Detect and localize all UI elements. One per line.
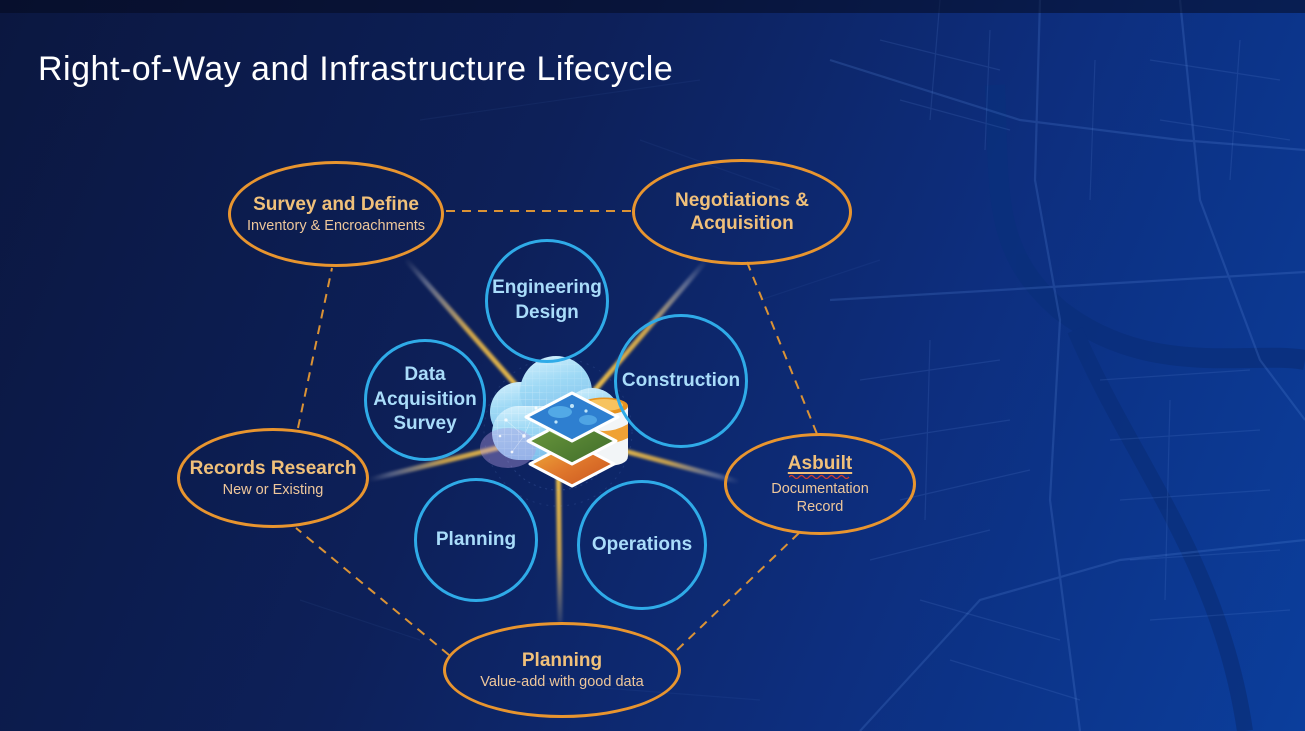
process-circle-planning: Planning bbox=[414, 478, 538, 602]
stage-title: Survey and Define bbox=[253, 193, 419, 215]
stage-title: Records Research bbox=[189, 457, 357, 479]
stage-subtitle: Inventory & Encroachments bbox=[246, 218, 426, 235]
process-circle-engineering-design: Engineering Design bbox=[485, 239, 609, 363]
process-label: Construction bbox=[621, 369, 741, 391]
center-gis-cloud-icon bbox=[480, 356, 633, 507]
lifecycle-stage-survey-and-define: Survey and Define Inventory & Encroachme… bbox=[228, 161, 444, 267]
spellcheck-squiggle-icon bbox=[789, 474, 850, 479]
stage-title: Planning bbox=[521, 649, 603, 671]
page-title: Right-of-Way and Infrastructure Lifecycl… bbox=[38, 50, 674, 88]
process-circle-data-acquisition-survey: Data Acquisition Survey bbox=[364, 339, 486, 461]
stage-subtitle: Value-add with good data bbox=[480, 674, 644, 691]
process-circle-construction: Construction bbox=[614, 314, 748, 448]
lifecycle-stage-negotiations-acquisition: Negotiations & Acquisition bbox=[632, 159, 852, 265]
process-label: Engineering Design bbox=[492, 277, 602, 323]
process-label: Data Acquisition Survey bbox=[373, 363, 477, 435]
stage-title: Negotiations & Acquisition bbox=[674, 189, 810, 234]
process-circle-operations: Operations bbox=[577, 480, 707, 610]
dashed-connectors bbox=[295, 210, 818, 656]
top-letterbox-band bbox=[0, 0, 1305, 13]
background-map-pattern bbox=[299, 0, 1305, 731]
stage-subtitle: New or Existing bbox=[222, 482, 324, 499]
stage-title: Asbuilt bbox=[787, 452, 853, 474]
lifecycle-stage-records-research: Records Research New or Existing bbox=[177, 428, 369, 528]
lifecycle-stage-asbuilt: Asbuilt Documentation Record bbox=[724, 433, 916, 535]
lifecycle-stage-planning: Planning Value-add with good data bbox=[443, 622, 681, 718]
process-label: Planning bbox=[435, 528, 517, 550]
process-label: Operations bbox=[591, 533, 693, 555]
stage-subtitle: Documentation Record bbox=[771, 480, 869, 516]
map-layers-icon bbox=[524, 391, 620, 488]
